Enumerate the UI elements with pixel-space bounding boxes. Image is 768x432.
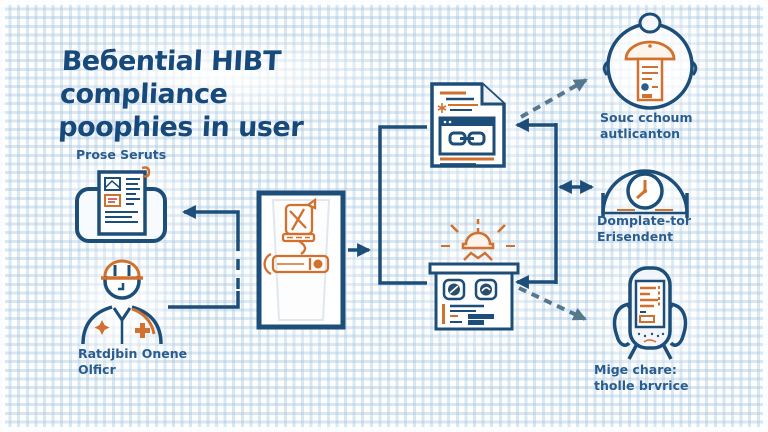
title-line-2: poophies in user xyxy=(57,111,304,143)
node-mobile-device xyxy=(606,264,694,364)
mobile-device-label: Mige chare: tholle brvrice xyxy=(594,362,688,395)
alert-panel-icon xyxy=(428,219,520,331)
gauge-clock-icon xyxy=(601,169,689,218)
officer-label-line-2: Olficr xyxy=(78,362,116,378)
completion-gauge-label-line-1: Domplate-tor xyxy=(597,213,692,228)
edge-into-screens-arrow xyxy=(181,205,240,241)
officer-label-line-1: Ratdjbin Onene xyxy=(78,346,188,361)
compliance-officer-icon xyxy=(81,259,163,345)
node-completion-gauge xyxy=(597,163,693,221)
completion-gauge-label: Domplate-tor Erisendent xyxy=(597,213,691,246)
completion-gauge-label-line-2: Erisendent xyxy=(597,229,674,245)
handheld-device-icon xyxy=(612,266,688,360)
node-door-scanner xyxy=(256,190,346,330)
edge-officer-up xyxy=(168,291,240,309)
account-auth-icon xyxy=(602,12,698,110)
mobile-device-label-line-2: tholle brvrice xyxy=(594,378,689,394)
edge-branch-fork xyxy=(378,125,427,285)
title-line-1: Beбential HIBT compliance xyxy=(59,46,282,110)
node-alert-panel xyxy=(428,218,520,332)
account-auth-label-line-2: autlicanton xyxy=(600,126,681,142)
tablet-report-icon xyxy=(75,166,167,243)
page-title: Beбential HIBT compliance poophies in us… xyxy=(57,46,442,145)
node-policy-document xyxy=(426,80,510,170)
node-compliance-officer xyxy=(78,254,166,346)
node-process-screens xyxy=(74,166,170,248)
account-auth-label: Souc cchoum autlicanton xyxy=(600,110,692,143)
mobile-device-label-line-1: Mige chare: xyxy=(594,362,677,377)
policy-document-icon xyxy=(430,82,506,168)
account-auth-label-line-1: Souc cchoum xyxy=(600,110,693,125)
officer-label: Ratdjbin Onene Olficr xyxy=(78,346,187,379)
edge-panel-to-device-dashed-arrow xyxy=(518,286,587,321)
node-account-auth xyxy=(600,12,700,114)
process-screens-label: Prose Seruts xyxy=(76,147,167,162)
edge-document-to-auth-dashed-arrow xyxy=(520,78,588,119)
door-scanner-icon xyxy=(256,190,346,330)
